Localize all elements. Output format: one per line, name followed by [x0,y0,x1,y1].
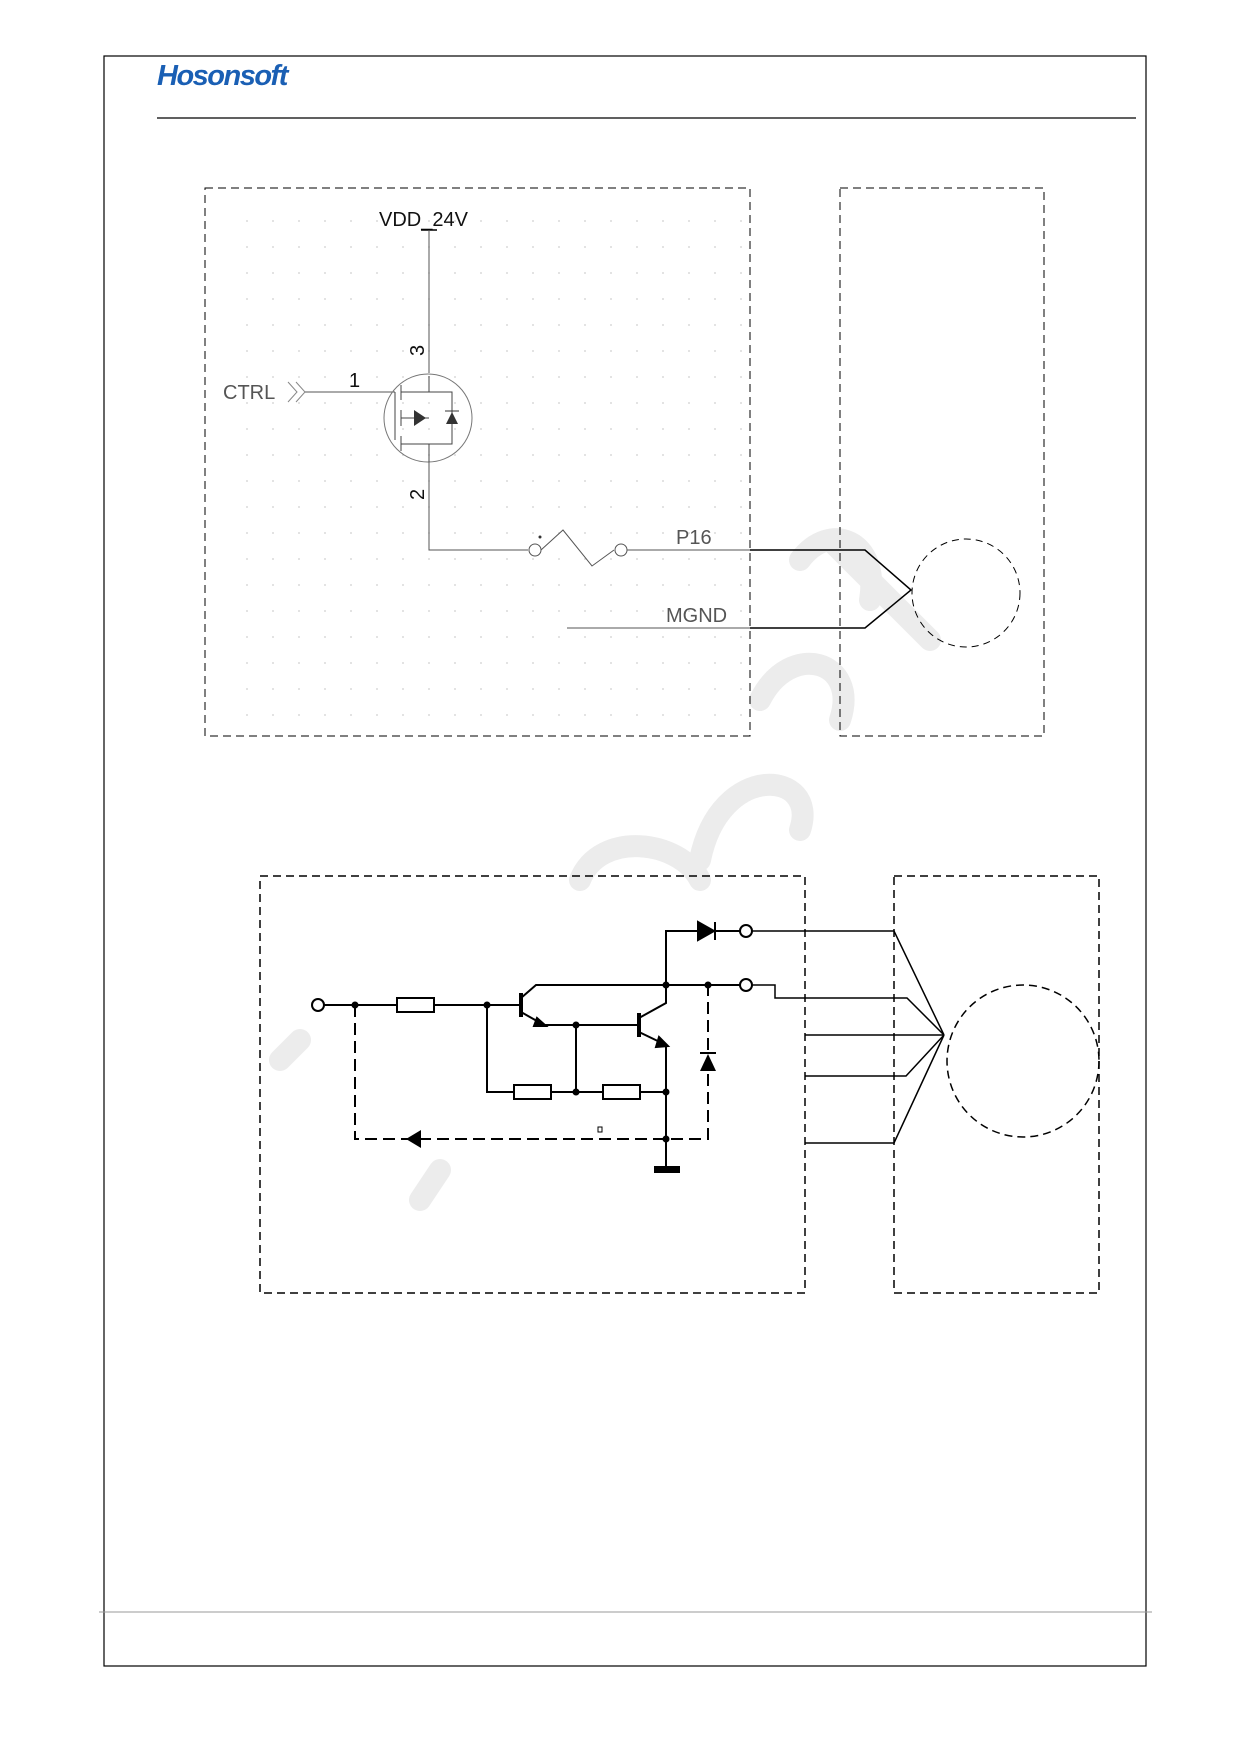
transistor-1 [519,984,666,1027]
load-coil [911,538,1021,648]
pin-source-label: 2 [407,489,429,500]
coil-leads-2 [752,930,945,1144]
transistor-2 [637,985,671,1170]
junction-dots [351,981,712,1143]
coil-leads [750,549,913,629]
p16-label: P16 [676,527,712,549]
resistor-3 [602,1084,641,1100]
terminal-2 [739,978,753,992]
pin-gate-label: 1 [349,370,360,392]
pin-drain-label: 3 [407,345,429,356]
watermark-graphic [269,528,941,1211]
company-logo: Hosonsoft [157,60,290,92]
load-box-2 [893,875,1100,1294]
diode-vertical-icon [700,1054,716,1071]
driver-board-box [204,187,751,737]
mgnd-label: MGND [666,605,727,627]
terminal-1 [739,924,753,938]
load-coil-2 [946,984,1100,1138]
ground-symbol-icon [654,1166,680,1173]
diode-bottom-icon [406,1130,421,1148]
diode-top-icon [697,920,717,942]
resistor-2 [513,1084,552,1100]
schematic-grid [228,208,748,718]
input-terminal [311,998,325,1012]
page-border [103,55,1147,1667]
mosfet-driver-diagram: VDD_24V 3 CTRL 1 2 P16 MGND [204,187,1045,737]
source-wire [428,462,528,551]
marker [597,1126,603,1133]
darlington-driver-diagram [259,875,1100,1294]
ctrl-label: CTRL [223,382,275,404]
resistor-input [396,997,435,1013]
load-box [839,187,1045,737]
supply-label: VDD_24V [379,209,469,231]
mosfet-symbol [383,373,473,463]
